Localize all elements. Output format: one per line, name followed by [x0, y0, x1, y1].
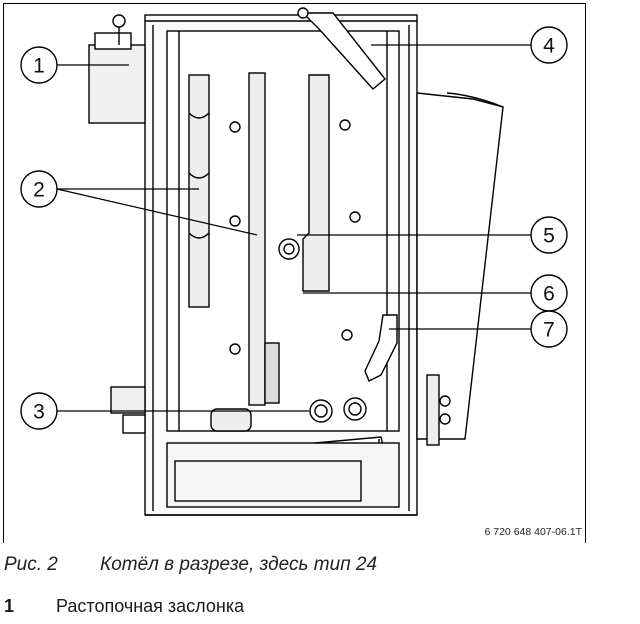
callout-label: 6 [543, 283, 555, 306]
callout-3: 3 [20, 392, 58, 430]
figure-caption: Рис. 2 Котёл в разрезе, здесь тип 24 [4, 554, 377, 576]
callout-label: 3 [33, 401, 45, 424]
boiler-drawing [88, 7, 504, 516]
legend-text: Растопочная заслонка [56, 596, 245, 616]
legend-number: 1 [4, 596, 15, 616]
callout-label: 5 [543, 225, 555, 248]
callouts: 1 2 3 4 5 6 7 [20, 26, 568, 430]
callout-1: 1 [20, 46, 58, 84]
caption-text: Котёл в разрезе, здесь тип 24 [100, 554, 378, 575]
boiler-cutaway-diagram: 1 2 3 4 5 6 7 [3, 3, 586, 543]
callout-label: 4 [543, 35, 555, 58]
caption-number: Рис. 2 [4, 554, 58, 575]
leader-line-2b [56, 188, 258, 236]
callout-5: 5 [530, 216, 568, 254]
figure-code: 6 720 648 407-06.1T [484, 526, 583, 538]
legend-item: 1 Растопочная заслонка [4, 596, 244, 617]
callout-label: 7 [543, 319, 555, 342]
callout-7: 7 [530, 310, 568, 348]
leader-lines [56, 44, 531, 412]
callout-label: 1 [33, 55, 45, 78]
callout-4: 4 [530, 26, 568, 64]
callout-6: 6 [530, 274, 568, 312]
callout-label: 2 [33, 179, 45, 202]
diagram-border [3, 3, 586, 543]
callout-2: 2 [20, 170, 58, 208]
